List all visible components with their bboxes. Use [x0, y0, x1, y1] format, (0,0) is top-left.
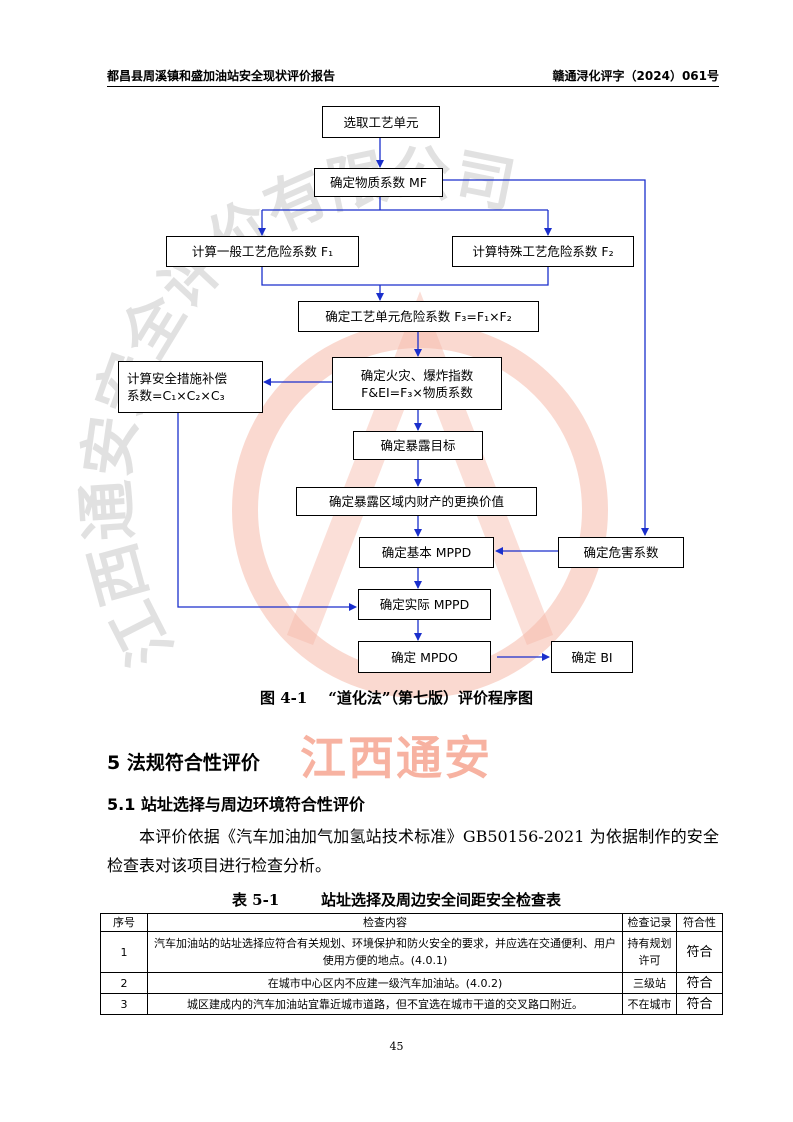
table-title: 表 5-1 站址选择及周边安全间距安全检查表 [231, 891, 562, 909]
node-safety-credit: 计算安全措施补偿 系数=C₁×C₂×C₃ [118, 361, 263, 413]
node-mpdo: 确定 MPDO [358, 641, 491, 673]
row-result: 符合 [676, 993, 723, 1015]
row-record: 持有规划许可 [622, 931, 677, 973]
row-no: 1 [100, 931, 148, 973]
row-content: 汽车加油站的站址选择应符合有关规划、环境保护和防火安全的要求，并应选在交通便利、… [147, 931, 623, 973]
row-content: 城区建成内的汽车加油站宜靠近城市道路，但不宜选在城市干道的交叉路口附近。 [147, 993, 623, 1015]
watermark-ring [232, 322, 608, 698]
node-special-hazard: 计算特殊工艺危险系数 F₂ [452, 236, 634, 267]
row-no: 3 [100, 993, 148, 1015]
section-paragraph: 本评价依据《汽车加油加气加氢站技术标准》GB50156-2021 为依据制作的安… [107, 827, 719, 875]
table-header-row: 序号 检查内容 检查记录 符合性 [100, 913, 723, 932]
table-row: 3 城区建成内的汽车加油站宜靠近城市道路，但不宜选在城市干道的交叉路口附近。 不… [100, 993, 723, 1015]
figure-caption: 图 4-1 “道化法”（第七版）评价程序图 [260, 689, 533, 707]
page-number: 45 [389, 1040, 404, 1053]
row-record: 不在城市 [622, 993, 677, 1015]
watermark-stamp-text: 江西通安 [300, 731, 492, 785]
row-no: 2 [100, 972, 148, 994]
row-result: 符合 [676, 931, 723, 973]
header-content: 检查内容 [147, 913, 623, 932]
row-content: 在城市中心区内不应建一级汽车加油站。(4.0.2) [147, 972, 623, 994]
check-table: 序号 检查内容 检查记录 符合性 1 汽车加油站的站址选择应符合有关规划、环境保… [100, 913, 723, 1015]
node-exposure-target: 确定暴露目标 [353, 431, 483, 460]
node-unit-hazard: 确定工艺单元危险系数 F₃=F₁×F₂ [298, 301, 539, 332]
header-left: 都昌县周溪镇和盛加油站安全现状评价报告 [107, 69, 336, 83]
flowchart-connectors [177, 138, 649, 661]
header-result: 符合性 [676, 913, 723, 932]
node-bi: 确定 BI [551, 641, 633, 673]
node-general-hazard: 计算一般工艺危险系数 F₁ [166, 236, 359, 267]
node-actual-mppd: 确定实际 MPPD [358, 589, 491, 620]
node-damage-factor: 确定危害系数 [558, 537, 684, 568]
node-select-unit: 选取工艺单元 [322, 106, 440, 138]
header-no: 序号 [100, 913, 148, 932]
table-row: 1 汽车加油站的站址选择应符合有关规划、环境保护和防火安全的要求，并应选在交通便… [100, 931, 723, 973]
node-fire-explosion: 确定火灾、爆炸指数 F&EI=F₃×物质系数 [332, 357, 502, 410]
header-record: 检查记录 [622, 913, 677, 932]
section-subheading: 5.1 站址选择与周边环境符合性评价 [107, 795, 365, 814]
row-record: 三级站 [622, 972, 677, 994]
header-rule [107, 86, 719, 87]
node-base-mppd: 确定基本 MPPD [359, 537, 494, 568]
node-replacement-value: 确定暴露区域内财产的更换价值 [296, 487, 537, 516]
section-heading: 5 法规符合性评价 [107, 752, 260, 774]
node-material-factor: 确定物质系数 MF [314, 168, 443, 197]
row-result: 符合 [676, 972, 723, 994]
header-right: 赣通浔化评字（2024）061号 [552, 69, 719, 83]
table-row: 2 在城市中心区内不应建一级汽车加油站。(4.0.2) 三级站 符合 [100, 972, 723, 994]
